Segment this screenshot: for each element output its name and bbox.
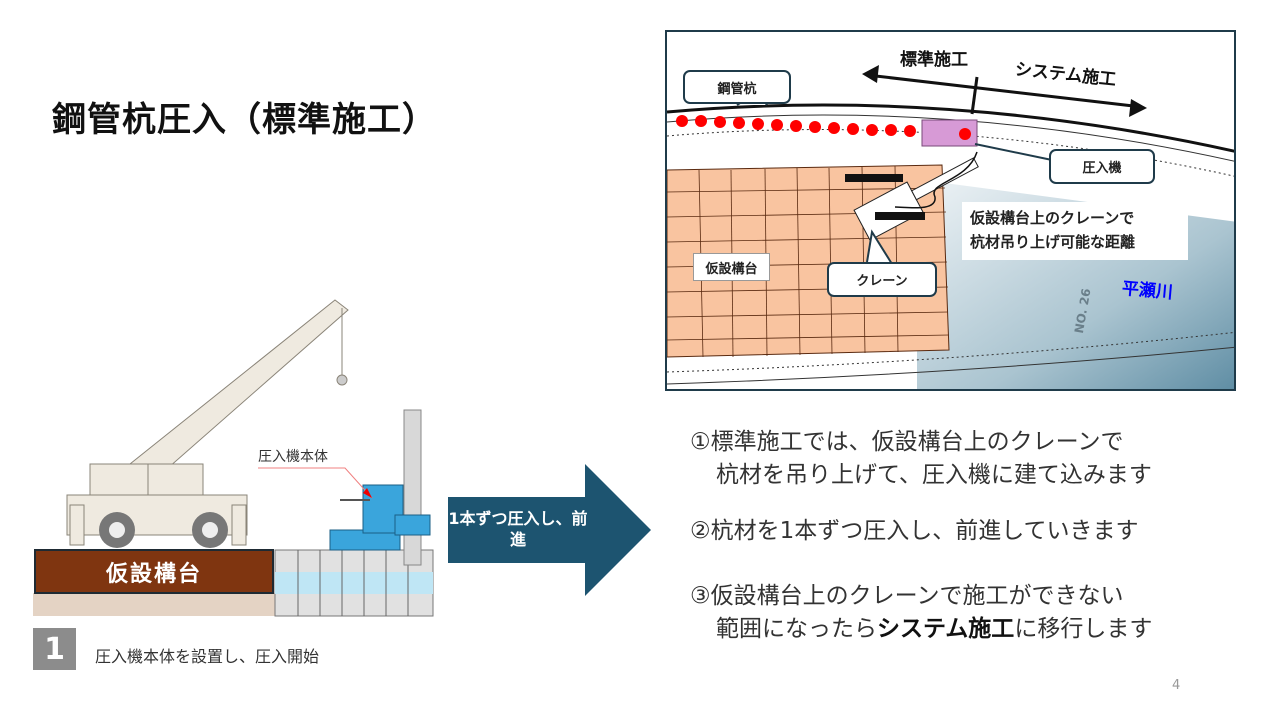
crane-mark — [853, 157, 979, 241]
step-3-text-end: に移行します — [1014, 616, 1153, 642]
step-3-line-1: ③仮設構台上のクレーンで施工ができない — [690, 583, 1124, 609]
river-name: 平瀬川 — [1121, 278, 1174, 304]
figure-caption: 圧入機本体を設置し、圧入開始 — [95, 647, 320, 666]
steel-pile-dots — [676, 115, 916, 137]
site-plan-map: 標準施工 システム施工 鋼管杭 圧入機 仮設構台 クレーン 仮設構台上のクレーン… — [665, 30, 1236, 391]
press-machine-label: 圧入機本体 — [258, 449, 328, 465]
page-number: 4 — [1172, 678, 1181, 693]
standard-construction-label: 標準施工 — [900, 50, 968, 70]
arrow-text: 1本ずつ圧入し、前進 — [448, 509, 588, 549]
press-machine-callout: 圧入機 — [1049, 149, 1155, 184]
steps-list: ①標準施工では、仮設構台上のクレーンで 杭材を吊り上げて、圧入機に建て込みます … — [690, 426, 1152, 646]
note-line-2: 杭材吊り上げ可能な距離 — [970, 233, 1136, 251]
system-construction-emphasis: システム施工 — [877, 616, 1015, 642]
note-line-1: 仮設構台上のクレーンで — [970, 209, 1135, 227]
arrow-right-icon — [1129, 99, 1147, 117]
step-2-line-1: ②杭材を1本ずつ圧入し、前進していきます — [690, 518, 1139, 544]
step-3-text: 範囲になったら — [716, 616, 877, 642]
platform-label: 仮設構台 — [693, 253, 770, 281]
slide-title: 鋼管杭圧入（標準施工） — [52, 100, 437, 140]
step-number-badge: 1 — [33, 628, 76, 670]
arrow-left-icon — [862, 65, 879, 83]
step-1-line-2: 杭材を吊り上げて、圧入機に建て込みます — [716, 462, 1152, 488]
progress-arrow-icon — [448, 464, 651, 596]
crane-illustration — [33, 299, 434, 617]
steel-pile-callout: 鋼管杭 — [683, 70, 791, 104]
step-1-line-1: ①標準施工では、仮設構台上のクレーンで — [690, 429, 1124, 455]
press-machine — [329, 484, 431, 551]
crane-reach-note: 仮設構台上のクレーンで 杭材吊り上げ可能な距離 — [962, 202, 1188, 260]
platform-box: 仮設構台 — [34, 549, 274, 594]
crane-callout: クレーン — [827, 262, 937, 297]
step-3-line-2: 範囲になったらシステム施工に移行します — [690, 613, 1152, 646]
direction-line — [866, 73, 1143, 109]
steel-pile — [403, 409, 422, 566]
